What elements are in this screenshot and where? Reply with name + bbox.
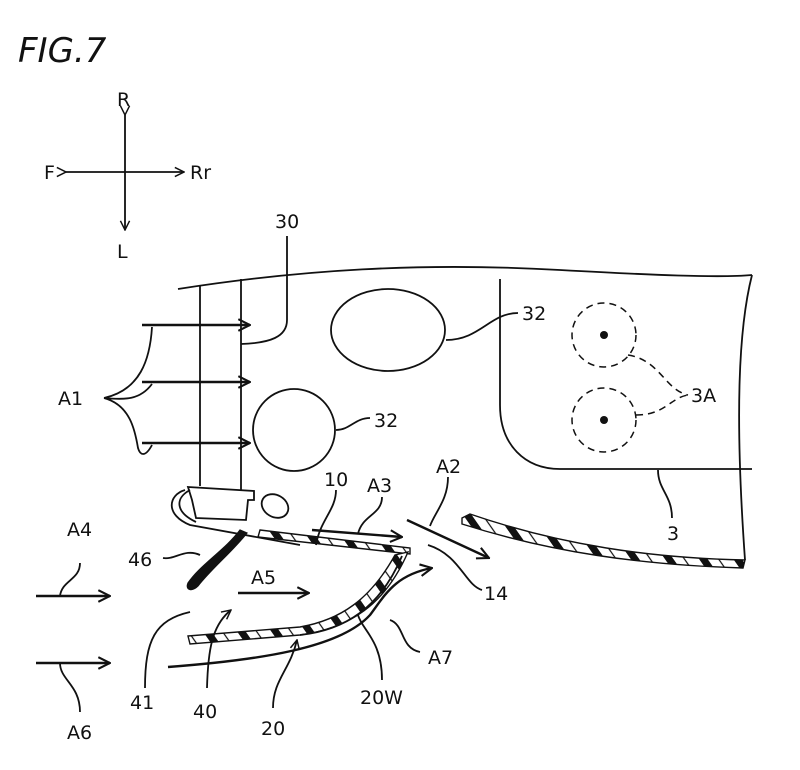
label-20: 20 (261, 718, 285, 740)
member-10 (257, 529, 411, 555)
airflow-A7-arrow (167, 568, 432, 669)
label-3: 3 (667, 523, 679, 545)
member-46 (186, 529, 248, 591)
figure-title: FIG.7 (18, 31, 107, 71)
leader-32-upper (445, 312, 519, 341)
label-3A: 3A (691, 385, 716, 407)
airflow-A3-arrow (311, 528, 402, 537)
direction-compass: R L F Rr (44, 89, 211, 263)
opening-32-upper (330, 288, 446, 372)
leader-30 (240, 236, 288, 345)
leader-20 (272, 640, 297, 709)
leader-20W (357, 614, 383, 681)
region-3A-upper-circle (571, 302, 637, 368)
leader-A2 (429, 476, 449, 527)
panel-3-outline (499, 279, 752, 470)
leader-14 (427, 544, 483, 591)
leader-lines (59, 236, 689, 713)
wall-20W-inner (299, 555, 403, 636)
label-10: 10 (324, 469, 348, 491)
region-3A-lower-circle (571, 387, 637, 453)
compass-label-rear: Rr (190, 162, 211, 184)
leader-10 (315, 489, 337, 546)
airflow-arrows (36, 325, 489, 663)
body-right-edge (738, 274, 753, 561)
label-30: 30 (275, 211, 299, 233)
leader-A7 (389, 619, 421, 653)
compass-label-left: L (117, 241, 128, 263)
region-3A-upper-dot (600, 331, 608, 339)
leader-40 (206, 610, 231, 689)
label-A3: A3 (367, 475, 392, 497)
leader-A1 (103, 326, 153, 455)
leader-46 (162, 551, 201, 560)
label-40: 40 (193, 701, 217, 723)
compass-label-right: R (117, 89, 130, 111)
label-32-lower: 32 (374, 410, 398, 432)
bracket (170, 486, 301, 546)
airflow-A2-arrow (406, 518, 489, 558)
leader-3A (627, 354, 689, 416)
leader-3 (657, 469, 673, 519)
label-20W: 20W (360, 687, 403, 709)
small-hole (260, 493, 290, 519)
label-46: 46 (128, 549, 152, 571)
region-3A-lower-dot (600, 416, 608, 424)
label-A7: A7 (428, 647, 453, 669)
label-A4: A4 (67, 519, 92, 541)
panel-3-lower-member (461, 513, 746, 569)
leader-A3 (357, 496, 383, 535)
opening-32-lower (252, 388, 336, 472)
label-41: 41 (130, 692, 154, 714)
labels: 30 32 32 3A 3 10 14 46 41 40 20 20W A1 A… (58, 211, 716, 744)
bracket-body (186, 486, 255, 521)
compass-label-front: F (44, 162, 55, 184)
leader-A6 (59, 662, 81, 713)
label-A5: A5 (251, 567, 276, 589)
leader-41 (144, 611, 191, 689)
leader-32-lower (335, 417, 371, 431)
leader-A4 (59, 562, 81, 597)
body-top-edge (177, 266, 753, 290)
bracket-flange-outer (170, 489, 301, 546)
bracket-flange-inner (178, 489, 197, 523)
label-14: 14 (484, 583, 508, 605)
label-32-upper: 32 (522, 303, 546, 325)
label-A2: A2 (436, 456, 461, 478)
label-A6: A6 (67, 722, 92, 744)
label-A1: A1 (58, 388, 83, 410)
